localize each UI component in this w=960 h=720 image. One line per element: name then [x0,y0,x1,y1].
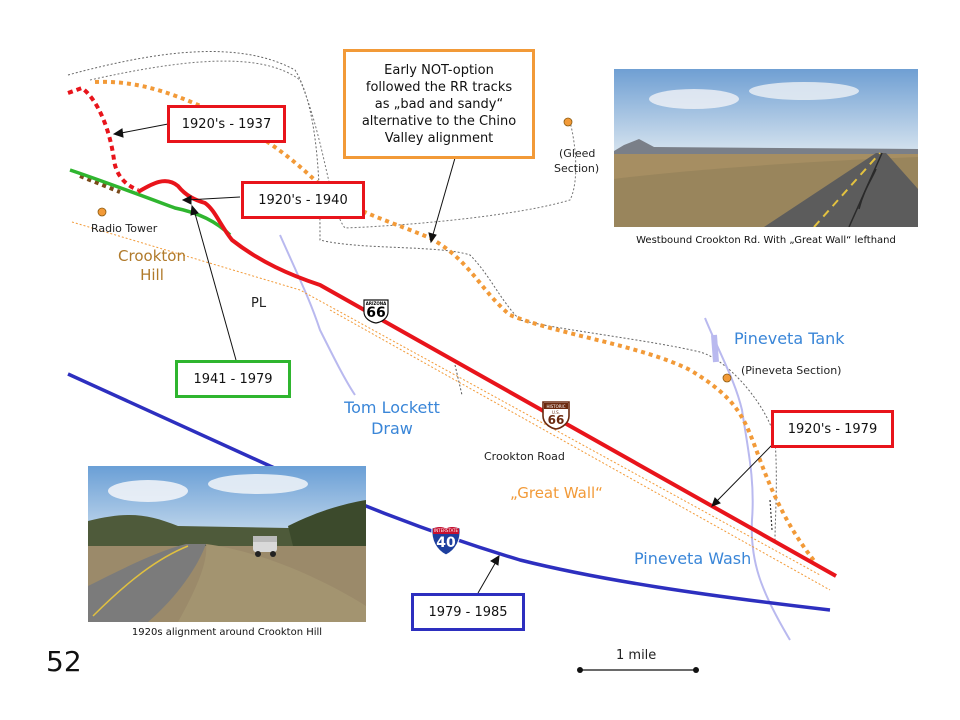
radio-tower-label: Radio Tower [91,222,158,235]
callout-1920s-1940: 1920's - 1940 [241,181,365,219]
callout-early-not-option: Early NOT-option followed the RR tracks … [343,49,535,159]
crookton-road-photo [614,69,918,227]
callout-early-line: followed the RR tracks [365,79,513,95]
callout-early-line: as „bad and sandy“ [374,96,504,112]
i40-shield-top: INTERSTATE [434,528,458,533]
historic-66-shield-us: U.S. [551,410,560,415]
pineveta-wash [704,317,791,641]
pineveta-tank-label: Pineveta Tank [734,329,845,348]
railroad-dotted-line [329,309,831,591]
route-1920s-1937 [67,85,139,192]
brown-dotted-segment [79,174,121,194]
pineveta-section-dot [722,373,732,383]
i40-shield-number: 40 [436,535,456,551]
crookton-hill-photo [88,466,366,622]
callout-arrows [112,123,773,594]
land-boundary-line [454,364,463,396]
pineveta-section-label: (Pineveta Section) [741,364,842,377]
us66-shield-number: 66 [366,305,386,321]
callout-early-line: alternative to the Chino [361,113,517,129]
pineveta-wash-label: Pineveta Wash [634,549,752,568]
pineveta-tank-mark [711,334,719,363]
scale-label: 1 mile [616,648,657,663]
land-boundary-line [67,51,777,541]
great-wall-label: „Great Wall“ [510,484,603,502]
callout-early-line: Early NOT-option [384,62,494,78]
scale-bar [577,667,699,673]
callout-1941-1979: 1941 - 1979 [175,360,291,398]
land-boundary-line [769,499,773,531]
us66-shield-state: ARIZONA [365,301,387,306]
callout-early-line: Valley alignment [384,130,494,146]
pl-label: PL [251,296,267,311]
us66-shield: ARIZONA 66 [362,298,390,324]
radio-tower-dot [97,207,107,217]
i40-shield: INTERSTATE 40 [430,524,462,556]
historic-66-shield: HISTORIC U.S. 66 [541,400,571,430]
gleed-section-dot [563,117,573,127]
callout-1920s-1979: 1920's - 1979 [771,410,894,448]
gleed-section-label-line1: (Gleed [559,147,596,160]
gleed-section-label-line2: Section) [554,162,600,175]
route-1941-1979 [69,168,232,237]
crookton-road-label: Crookton Road [484,450,565,463]
crookton-hill-label-line2: Hill [140,266,164,284]
tom-lockett-draw-wash [279,234,356,396]
tom-lockett-draw-label-line1: Tom Lockett [344,398,440,417]
historic-66-shield-top: HISTORIC [546,404,566,409]
tom-lockett-draw-label-line2: Draw [371,419,413,438]
crookton-road-photo-caption: Westbound Crookton Rd. With „Great Wall“… [636,235,896,246]
historic-66-shield-number: 66 [547,413,565,427]
route-1920s-1979 [136,179,837,578]
crookton-hill-photo-caption: 1920s alignment around Crookton Hill [131,627,323,638]
page-number: 52 [46,645,82,678]
callout-1979-1985: 1979 - 1985 [411,593,525,631]
callout-1920s-1937: 1920's - 1937 [167,105,286,143]
crookton-hill-label-line1: Crookton [118,247,186,265]
railroad-dotted-line [71,221,821,576]
